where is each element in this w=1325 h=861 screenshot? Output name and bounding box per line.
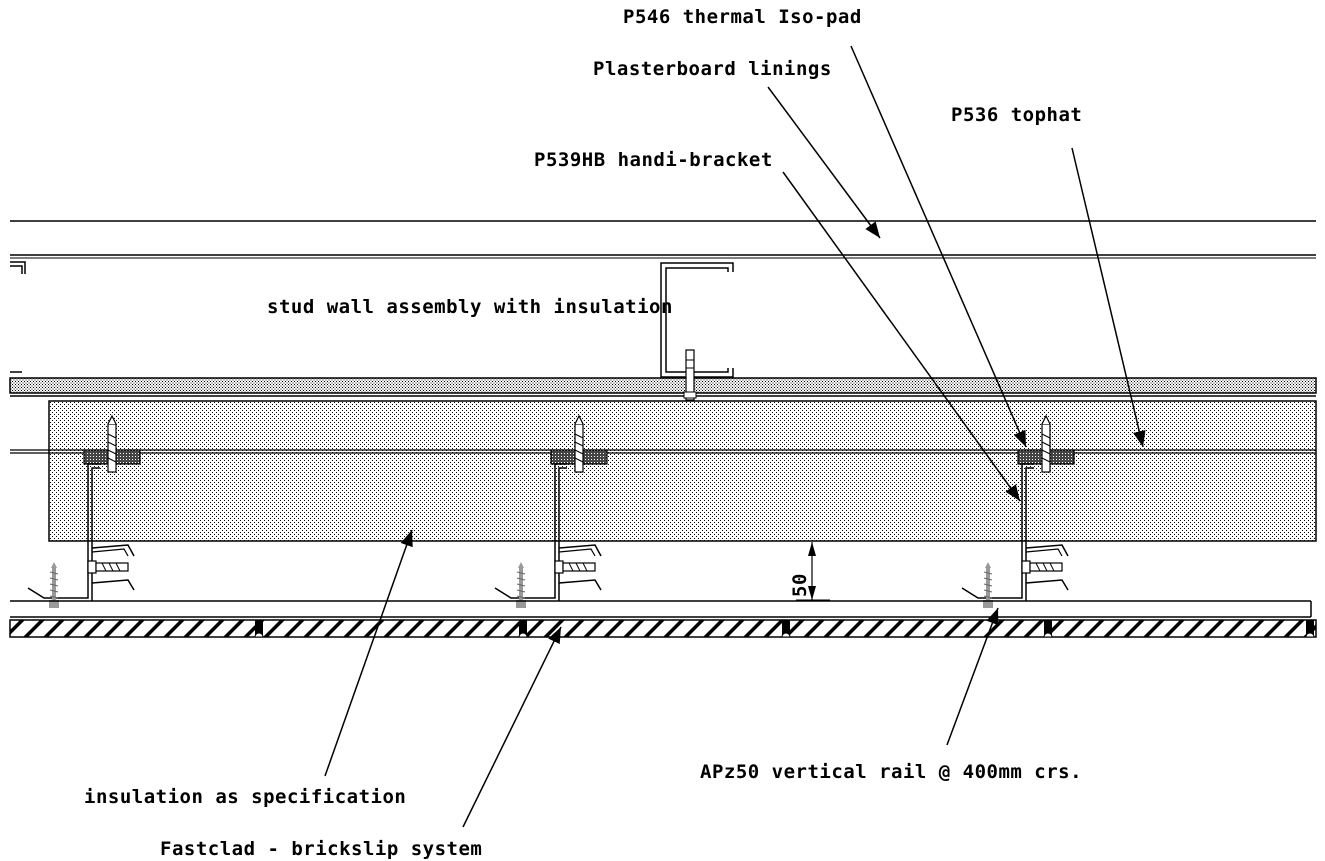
mortar-joint: [782, 620, 790, 637]
label-brickslip: Fastclad - brickslip system: [160, 838, 482, 860]
dimension-50: 50: [789, 542, 830, 601]
brickslip-fixing: [51, 562, 57, 568]
c-stud-profile: [660, 262, 734, 378]
stud-section-left: [10, 261, 26, 373]
handi-bracket: [961, 463, 1034, 599]
rail-clip: [558, 544, 602, 557]
rail-clip: [1025, 544, 1069, 557]
label-iso-pad: P546 thermal Iso-pad: [623, 6, 862, 28]
bracket-assembly: [961, 414, 1075, 608]
anchor-bolt: [1041, 423, 1051, 473]
rail-clip: [91, 544, 135, 557]
bracket-assemblies: [27, 414, 1075, 608]
bracket-assembly: [27, 414, 141, 608]
dimension-label: 50: [789, 573, 811, 597]
bracket-assembly: [494, 414, 608, 608]
anchor-bolt: [107, 423, 117, 473]
plasterboard-linings: [10, 220, 1316, 259]
leader-lines: [324, 45, 1146, 828]
brickslip-system: [9, 619, 1317, 638]
rail-face: [10, 600, 1312, 618]
anchor-bolt: [574, 423, 584, 473]
mortar-joint: [1044, 620, 1052, 637]
label-tophat: P536 tophat: [951, 104, 1082, 126]
mortar-joint: [519, 620, 527, 637]
sheathing-board: [9, 377, 1317, 394]
rail-screw: [1029, 562, 1063, 572]
label-handi-bracket: P539HB handi-bracket: [534, 149, 773, 171]
insulation-layer: [48, 400, 1317, 542]
label-plasterboard: Plasterboard linings: [593, 58, 832, 80]
handi-bracket: [27, 463, 100, 599]
mortar-joint: [1306, 620, 1314, 637]
rail-screw: [95, 562, 129, 572]
mortar-joint: [255, 620, 263, 637]
label-insulation: insulation as specification: [84, 786, 406, 808]
stud-screw: [683, 349, 697, 401]
brickslip-fixing: [518, 562, 524, 568]
label-rail: APz50 vertical rail @ 400mm crs.: [700, 761, 1082, 783]
brickslip-fixing: [985, 562, 991, 568]
handi-bracket: [494, 463, 567, 599]
rail-screw: [562, 562, 596, 572]
label-stud-wall: stud wall assembly with insulation: [267, 296, 673, 318]
